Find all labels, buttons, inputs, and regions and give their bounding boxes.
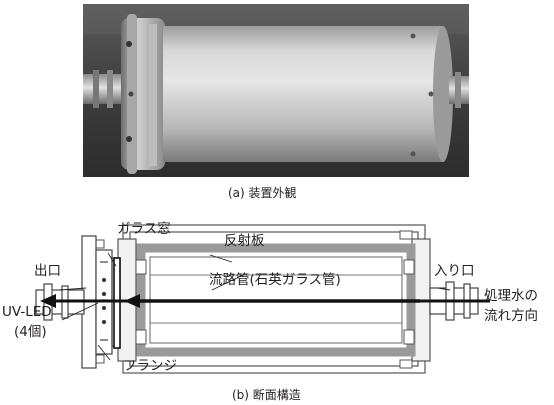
flow-direction-arrow bbox=[40, 294, 490, 308]
glass-window bbox=[113, 257, 121, 349]
device-exterior-photo bbox=[83, 4, 469, 177]
caption-a: (a) 装置外観 bbox=[228, 186, 297, 200]
leader-lines bbox=[59, 252, 451, 361]
caption-b: (b) 断面構造 bbox=[232, 388, 301, 402]
label-reflector: 反射板 bbox=[224, 233, 265, 249]
label-uv-led-line2: (4個) bbox=[14, 324, 47, 340]
label-treated-water-line1: 処理水の bbox=[484, 288, 538, 304]
uv-led-array bbox=[102, 278, 106, 324]
label-inlet: 入り口 bbox=[434, 263, 475, 279]
label-outlet: 出口 bbox=[34, 263, 61, 279]
label-uv-led-line1: UV-LED bbox=[2, 304, 52, 320]
bolts bbox=[89, 230, 415, 369]
label-flange: フランジ bbox=[123, 358, 177, 374]
label-glass-window: ガラス窓 bbox=[117, 220, 171, 237]
label-treated-water-line2: 流れ方向 bbox=[484, 308, 538, 324]
flow-tube bbox=[150, 274, 402, 324]
device-photo-image bbox=[83, 4, 469, 177]
label-flow-tube: 流路管(石英ガラス管) bbox=[209, 271, 341, 288]
